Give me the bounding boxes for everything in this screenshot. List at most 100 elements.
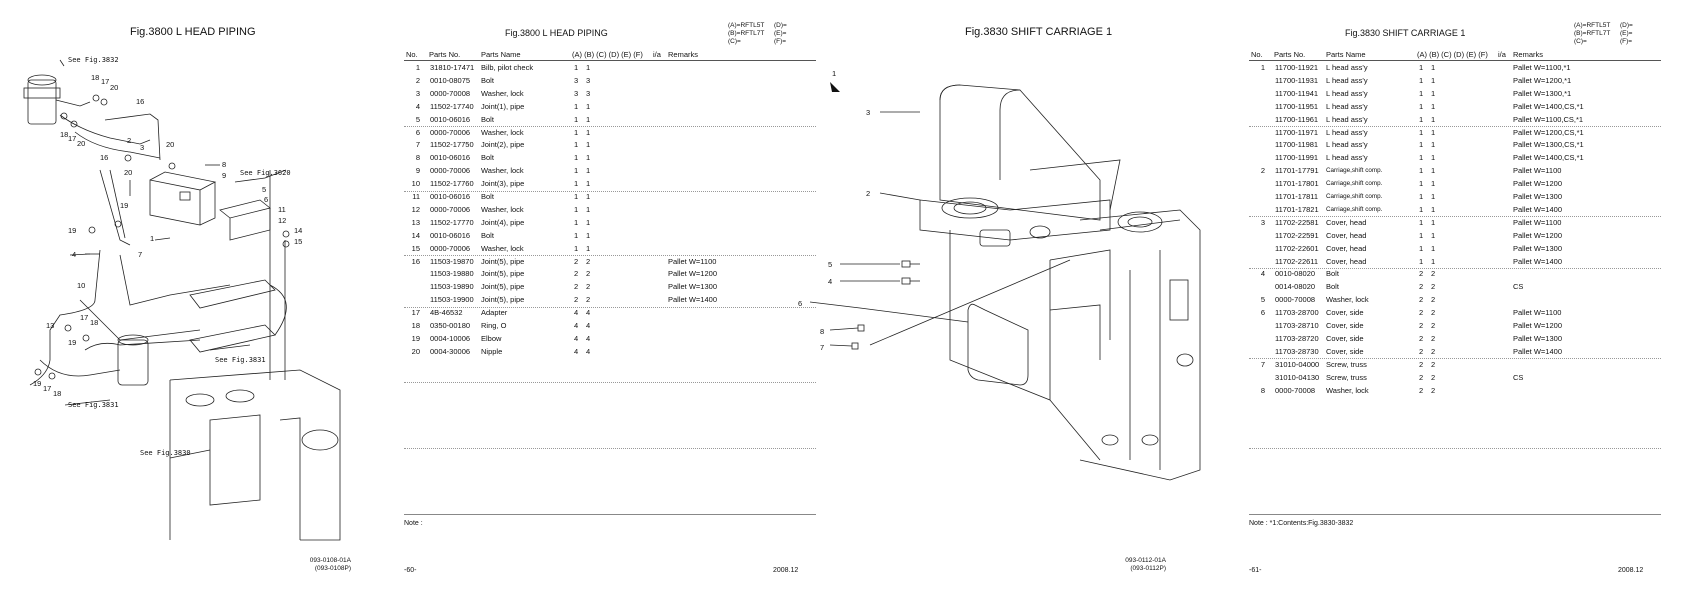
cell-no: 3 — [415, 88, 420, 98]
callout-6: 6 — [264, 195, 268, 204]
cell-qty-a: 2 — [1419, 372, 1424, 382]
callout-4: 4 — [72, 250, 76, 259]
cell-name: L head ass'y — [1326, 127, 1368, 137]
cell-name: Bolt — [481, 75, 494, 85]
variant-f: (F)= — [774, 38, 787, 46]
cell-remarks: Pallet W=1400 — [1513, 346, 1562, 356]
cell-qty-a: 4 — [574, 346, 579, 356]
callout-13: 13 — [46, 321, 54, 330]
cell-name: Bolt — [481, 114, 494, 124]
cell-part: 0010-08020 — [1275, 269, 1316, 279]
cell-name: Bilb, pilot check — [481, 63, 534, 72]
cell-name: Washer, lock — [481, 204, 524, 214]
cell-qty-b: 1 — [1431, 230, 1436, 240]
variant-d: (D)= — [1620, 22, 1633, 29]
cell-name: Washer, lock — [481, 88, 524, 98]
cell-name: Cover, head — [1326, 230, 1367, 240]
cell-part: 0000-70008 — [430, 88, 471, 98]
cell-part: 11702-22591 — [1275, 230, 1319, 240]
cell-part: 11703-28720 — [1275, 333, 1319, 343]
right-variant-legend: (A)=RFTL5T(D)= (B)=RFTL7T(E)= (C)=(F)= — [1574, 22, 1633, 47]
cell-qty-a: 2 — [1419, 346, 1424, 356]
cell-part: 0010-06016 — [430, 230, 471, 240]
cell-qty-a: 4 — [574, 333, 579, 343]
cell-no: 6 — [1260, 308, 1265, 318]
cell-remarks: Pallet W=1100,CS,*1 — [1513, 114, 1584, 124]
cell-qty-a: 1 — [1419, 63, 1424, 72]
cell-qty-a: 2 — [1419, 282, 1424, 292]
cell-part: 11702-22581 — [1275, 217, 1319, 227]
variant-a: (A)=RFTL5T — [728, 22, 765, 29]
cell-part: 11503-19890 — [430, 282, 474, 292]
cell-name: Joint(3), pipe — [481, 179, 525, 189]
cell-qty-a: 1 — [1419, 256, 1424, 266]
cell-remarks: CS — [1513, 372, 1524, 382]
cell-qty-a: 2 — [1419, 359, 1424, 369]
left-parts-table: No. Parts No. Parts Name (A) (B) (C) (D)… — [404, 50, 816, 550]
cell-no: 12 — [411, 204, 420, 214]
cell-qty-b: 2 — [1431, 346, 1436, 356]
cell-remarks: Pallet W=1300,CS,*1 — [1513, 140, 1584, 150]
callout-7: 7 — [820, 343, 824, 352]
cell-qty-b: 1 — [1431, 217, 1436, 227]
cell-name: Carriage,shift comp. — [1326, 167, 1383, 175]
callout-8: 8 — [820, 327, 824, 336]
cell-name: L head ass'y — [1326, 140, 1368, 150]
cell-qty-a: 2 — [1419, 295, 1424, 305]
cell-qty-b: 2 — [1431, 269, 1436, 279]
cell-qty-b: 1 — [1431, 153, 1436, 163]
cell-qty-a: 1 — [1419, 114, 1424, 124]
variant-b: (B)=RFTL7T — [1574, 30, 1611, 38]
cell-name: Cover, side — [1326, 333, 1364, 343]
cell-qty-a: 1 — [574, 179, 579, 189]
cell-remarks: Pallet W=1200 — [1513, 321, 1562, 330]
cell-qty-b: 4 — [586, 321, 591, 330]
cell-qty-a: 1 — [1419, 101, 1424, 111]
cell-part: 11700-11921 — [1275, 63, 1319, 72]
cell-name: Cover, side — [1326, 346, 1364, 356]
cell-name: Adapter — [481, 308, 508, 318]
cell-name: Joint(1), pipe — [481, 101, 525, 111]
callout-9: 9 — [222, 171, 226, 180]
col-no: No. — [1251, 50, 1263, 59]
left-list-title: Fig.3800 L HEAD PIPING — [505, 28, 608, 38]
variant-e: (E)= — [774, 30, 787, 38]
see-ref-fig-3831-a: See Fig.3831 — [215, 356, 266, 364]
cell-name: Bolt — [1326, 282, 1339, 292]
cell-qty-b: 1 — [1431, 114, 1436, 124]
cell-name: Carriage,shift comp. — [1326, 193, 1383, 200]
see-ref-fig-3620: See Fig.3620 — [240, 169, 291, 177]
left-date: 2008.12 — [773, 567, 799, 574]
cell-part: 11701-17811 — [1275, 192, 1319, 201]
cell-qty-b: 4 — [586, 346, 591, 356]
cell-qty-a: 1 — [1419, 192, 1424, 201]
figure-code-line: (093-0108P) — [314, 565, 351, 572]
cell-part: 31010-04000 — [1275, 359, 1320, 369]
cell-name: Joint(4), pipe — [481, 217, 525, 227]
callout-19: 19 — [68, 338, 76, 347]
cell-remarks: Pallet W=1200 — [1513, 230, 1562, 240]
cell-qty-b: 1 — [1431, 166, 1436, 176]
cell-no: 18 — [411, 321, 420, 330]
cell-remarks: Pallet W=1100,*1 — [1513, 63, 1571, 72]
cell-no: 1 — [1260, 63, 1265, 72]
cell-no: 7 — [1260, 359, 1265, 369]
right-figure-title: Fig.3830 SHIFT CARRIAGE 1 — [965, 26, 1113, 38]
cell-qty-a: 1 — [574, 153, 579, 163]
cell-part: 0010-06016 — [430, 114, 471, 124]
cell-qty-b: 1 — [586, 153, 591, 163]
cell-remarks: Pallet W=1400,CS,*1 — [1513, 101, 1584, 111]
